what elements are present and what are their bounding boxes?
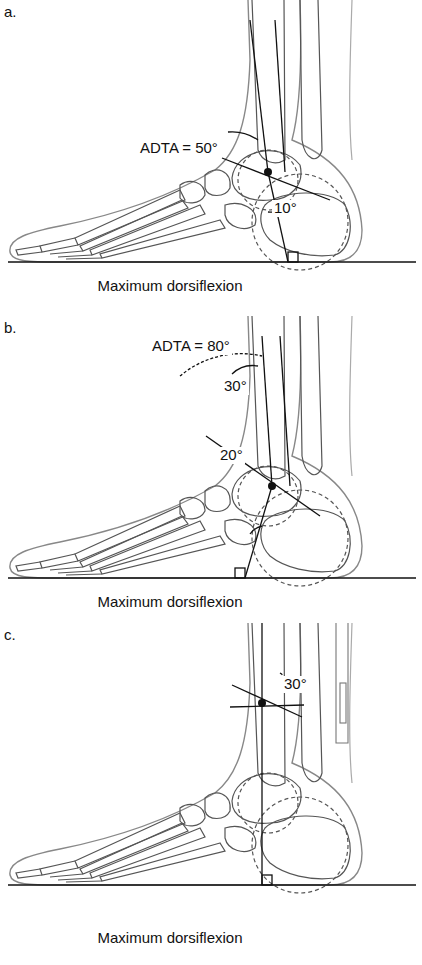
caption-text: Maximum dorsiflexion (97, 594, 242, 611)
angle-label: 30° (282, 676, 309, 693)
caption-text: Maximum dorsiflexion (97, 278, 242, 295)
panel-letter: b. (4, 320, 17, 337)
brace (336, 623, 348, 743)
panel-a (8, 0, 416, 270)
panel-c (8, 623, 416, 893)
panel-letter: c. (4, 627, 16, 644)
panel-b (8, 316, 416, 586)
angle-label: ADTA = 50° (138, 140, 220, 157)
angle-label: 10° (272, 200, 299, 217)
angle-label: 20° (218, 447, 245, 464)
angle-label: 30° (222, 378, 249, 395)
angle-label: ADTA = 80° (150, 338, 232, 355)
caption-text: Maximum dorsiflexion (97, 930, 242, 947)
panel-letter: a. (4, 4, 17, 21)
